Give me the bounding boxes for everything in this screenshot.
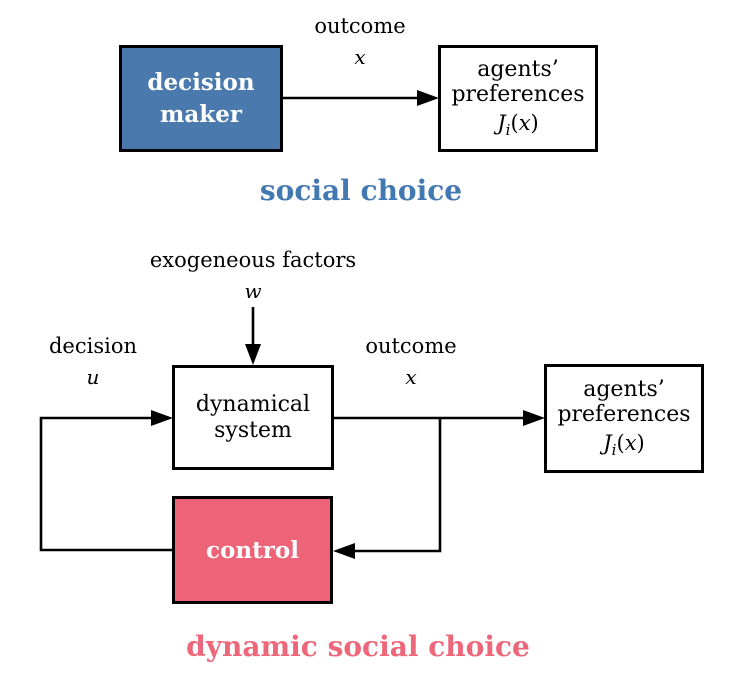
exogeneous-w-arrow: [245, 307, 261, 365]
outcome-var-bottom: x: [405, 365, 417, 390]
u-var: u: [86, 365, 100, 390]
agents-preferences-label-top: agents’ preferences: [451, 56, 585, 108]
outcome-signal-label-top: outcome x: [298, 14, 422, 70]
decision-signal-label: decision u: [33, 334, 153, 390]
agents-preferences-label-bottom: agents’ preferences: [557, 376, 691, 428]
agents-preferences-box-top: agents’ preferences Ji(x): [438, 45, 598, 152]
outcome-label-bottom: outcome: [365, 334, 457, 358]
social-choice-caption: social choice: [259, 174, 463, 207]
decision-maker-label: decision maker: [147, 69, 255, 128]
control-box: control: [172, 496, 333, 604]
agents-preferences-box-bottom: agents’ preferences Ji(x): [544, 364, 704, 473]
outcome-label-top: outcome: [314, 14, 406, 38]
outcome-signal-label-bottom: outcome x: [351, 334, 471, 390]
exogeneous-factors-label-group: exogeneous factors w: [133, 248, 373, 304]
w-var: w: [244, 279, 262, 304]
exogeneous-factors-label: exogeneous factors: [149, 248, 357, 272]
ji-x-math-bottom: Ji(x): [603, 431, 645, 460]
outcome-arrow-top: [283, 90, 439, 106]
outcome-arrow-bottom: [334, 410, 545, 426]
ji-x-math-top: Ji(x): [497, 111, 539, 140]
outcome-to-control-feedback-arrow: [333, 418, 442, 559]
outcome-var-top: x: [354, 45, 366, 70]
decision-label: decision: [48, 334, 137, 358]
dynamic-social-choice-caption: dynamic social choice: [186, 630, 530, 663]
decision-maker-box: decision maker: [119, 45, 283, 152]
decision-feedback-arrow: [39, 410, 173, 552]
control-label: control: [206, 536, 299, 564]
dynamical-system-box: dynamical system: [172, 365, 334, 470]
dynamical-system-label: dynamical system: [195, 391, 311, 443]
